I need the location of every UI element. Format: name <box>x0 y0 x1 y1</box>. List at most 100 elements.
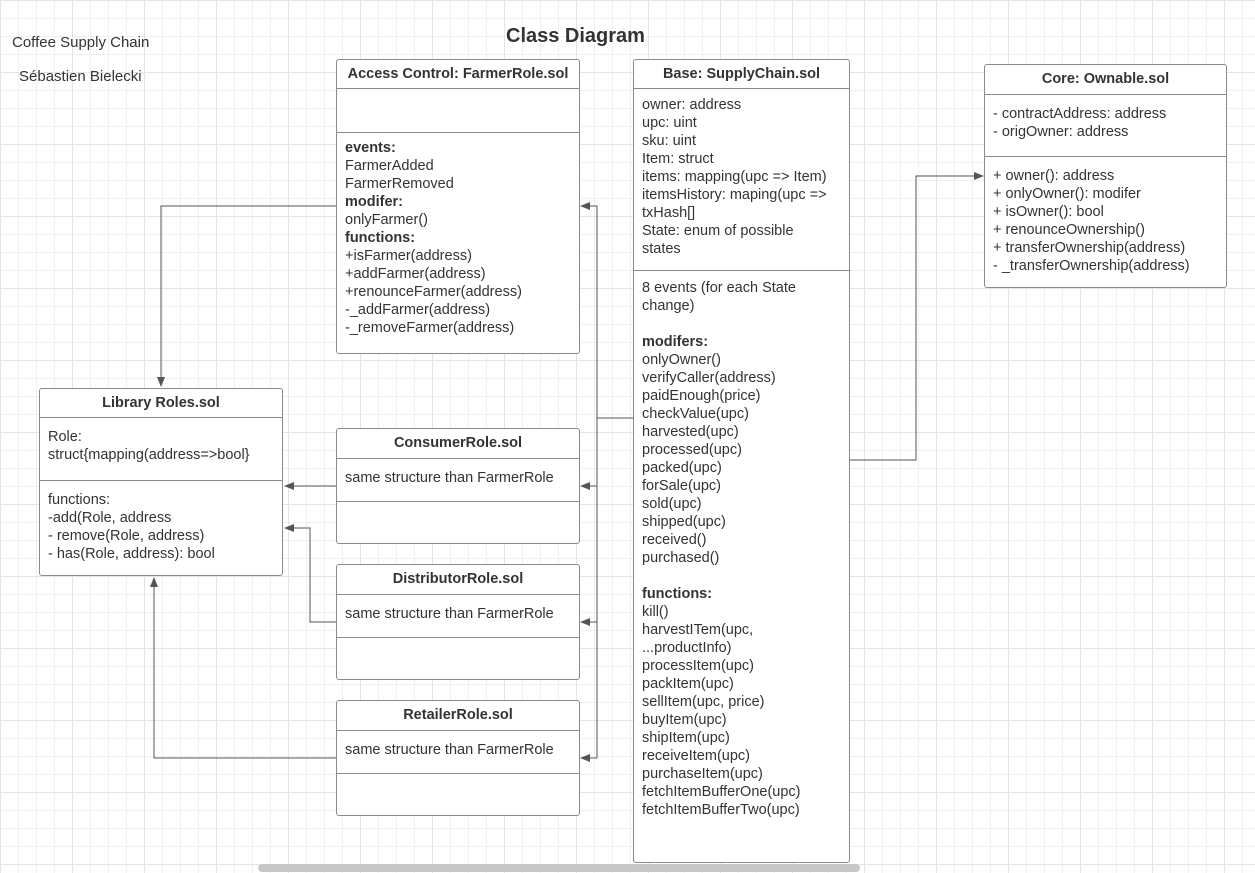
member-line: FarmerRemoved <box>345 176 454 192</box>
member-line: struct{mapping(address=>bool} <box>48 447 250 463</box>
ownable-class[interactable]: Core: Ownable.sol - contractAddress: add… <box>984 64 1227 288</box>
line-spacer <box>642 315 841 333</box>
member-line: same structure than FarmerRole <box>345 470 554 486</box>
member-line: +renounceFarmer(address) <box>345 284 522 300</box>
class-operations: functions: -add(Role, address - remove(Rol… <box>40 480 282 575</box>
member-line: sellItem(upc, price) <box>642 694 765 710</box>
consumer-role-class[interactable]: ConsumerRole.sol same structure than Far… <box>336 428 580 544</box>
member-line: itemsHistory: maping(upc => <box>642 187 827 203</box>
retailer-role-class[interactable]: RetailerRole.sol same structure than Far… <box>336 700 580 816</box>
member-line: kill() <box>642 604 669 620</box>
member-line: 8 events (for each State <box>642 280 796 296</box>
member-line: + renounceOwnership() <box>993 222 1145 238</box>
class-operations <box>337 773 579 815</box>
member-line: sku: uint <box>642 133 696 149</box>
member-line: - origOwner: address <box>993 124 1129 140</box>
member-line: upc: uint <box>642 115 697 131</box>
class-operations <box>337 501 579 543</box>
member-line: -_addFarmer(address) <box>345 302 491 318</box>
class-header: RetailerRole.sol <box>337 701 579 731</box>
retailer-to-roles-connector[interactable] <box>150 577 336 759</box>
member-line: - remove(Role, address) <box>48 528 205 544</box>
member-line: + owner(): address <box>993 168 1115 184</box>
member-line: buyItem(upc) <box>642 712 727 728</box>
member-line: packed(upc) <box>642 460 722 476</box>
diagram-title[interactable]: Class Diagram <box>506 25 645 47</box>
member-line: +addFarmer(address) <box>345 266 486 282</box>
member-line: receiveItem(upc) <box>642 748 750 764</box>
member-line: received() <box>642 532 707 548</box>
class-header: Core: Ownable.sol <box>985 65 1226 95</box>
member-line: purchased() <box>642 550 720 566</box>
member-line: onlyOwner() <box>642 352 721 368</box>
member-line: same structure than FarmerRole <box>345 742 554 758</box>
member-line: State: enum of possible <box>642 223 794 239</box>
class-attributes: same structure than FarmerRole <box>337 595 579 637</box>
member-line: owner: address <box>642 97 742 113</box>
member-line: Role: <box>48 429 82 445</box>
supplychain-to-farmer-connector[interactable] <box>580 202 598 418</box>
member-line: ...productInfo) <box>642 640 732 656</box>
class-operations: 8 events (for each State change) modifers:… <box>634 270 849 862</box>
member-line: fetchItemBufferTwo(upc) <box>642 802 800 818</box>
distributor-to-roles-connector[interactable] <box>284 524 336 623</box>
section-label: functions: <box>642 586 713 602</box>
member-line: - contractAddress: address <box>993 106 1167 122</box>
member-line: forSale(upc) <box>642 478 721 494</box>
class-attributes: same structure than FarmerRole <box>337 731 579 773</box>
author-note[interactable]: Sébastien Bielecki <box>19 68 142 85</box>
member-line: shipped(upc) <box>642 514 726 530</box>
supplychain-to-ownable-connector[interactable] <box>850 172 984 461</box>
class-header: ConsumerRole.sol <box>337 429 579 459</box>
member-line: fetchItemBufferOne(upc) <box>642 784 801 800</box>
section-label: events: <box>345 140 396 156</box>
member-line: processed(upc) <box>642 442 742 458</box>
member-line: packItem(upc) <box>642 676 734 692</box>
member-line: + isOwner(): bool <box>993 204 1104 220</box>
section-label: modifer: <box>345 194 403 210</box>
member-line: shipItem(upc) <box>642 730 730 746</box>
class-attributes: same structure than FarmerRole <box>337 459 579 501</box>
member-line: verifyCaller(address) <box>642 370 776 386</box>
library-roles-class[interactable]: Library Roles.sol Role: struct{mapping(ad… <box>39 388 283 576</box>
member-line: + onlyOwner(): modifer <box>993 186 1141 202</box>
class-attributes: Role: struct{mapping(address=>bool} <box>40 418 282 480</box>
class-header: Library Roles.sol <box>40 389 282 418</box>
member-line: same structure than FarmerRole <box>345 606 554 622</box>
class-header: Access Control: FarmerRole.sol <box>337 60 579 89</box>
member-line: Item: struct <box>642 151 714 167</box>
member-line: purchaseItem(upc) <box>642 766 763 782</box>
section-label: modifers: <box>642 334 709 350</box>
farmer-role-class[interactable]: Access Control: FarmerRole.sol events: Fa… <box>336 59 580 354</box>
class-operations: + owner(): address + onlyOwner(): modifer… <box>985 156 1226 287</box>
class-operations <box>337 637 579 679</box>
member-line: -_removeFarmer(address) <box>345 320 515 336</box>
member-line: FarmerAdded <box>345 158 434 174</box>
member-line: functions: <box>48 492 111 508</box>
farmer-to-roles-connector[interactable] <box>157 205 336 387</box>
member-line: change) <box>642 298 695 314</box>
member-line: harvestITem(upc, <box>642 622 754 638</box>
member-line: checkValue(upc) <box>642 406 749 422</box>
member-line: items: mapping(upc => Item) <box>642 169 827 185</box>
member-line: - has(Role, address): bool <box>48 546 215 562</box>
member-line: onlyFarmer() <box>345 212 428 228</box>
section-label: functions: <box>345 230 416 246</box>
class-attributes <box>337 89 579 132</box>
class-header: DistributorRole.sol <box>337 565 579 595</box>
member-line: -add(Role, address <box>48 510 172 526</box>
supplychain-connector-trunk[interactable] <box>596 417 634 758</box>
class-attributes: - contractAddress: address - origOwner: a… <box>985 95 1226 156</box>
member-line: txHash[] <box>642 205 696 221</box>
project-note[interactable]: Coffee Supply Chain <box>12 34 150 51</box>
member-line: processItem(upc) <box>642 658 755 674</box>
horizontal-scrollbar[interactable] <box>258 864 860 872</box>
member-line: harvested(upc) <box>642 424 739 440</box>
line-spacer <box>642 567 841 585</box>
member-line: + transferOwnership(address) <box>993 240 1186 256</box>
distributor-role-class[interactable]: DistributorRole.sol same structure than … <box>336 564 580 680</box>
